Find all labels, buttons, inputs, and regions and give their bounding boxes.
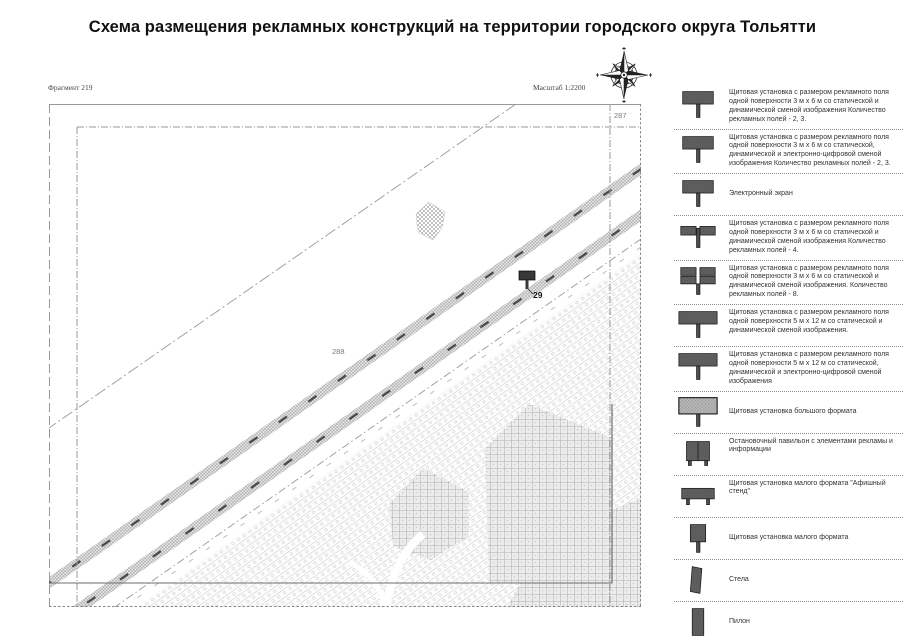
billboard-quad-icon: [674, 264, 722, 298]
legend-item-label: Щитовая установка с размером рекламного …: [729, 220, 889, 254]
legend-item: Остановочный павильон с элементами рекла…: [674, 434, 903, 476]
billboard-small-icon: [674, 521, 722, 555]
legend-item-label: Остановочный павильон с элементами рекла…: [729, 437, 893, 454]
legend-item: Щитовая установка малого формата: [674, 518, 903, 560]
pavilion-icon: [674, 437, 722, 471]
marker-29-label: 29: [533, 290, 543, 300]
afisha-stand-icon: [674, 479, 722, 513]
parcel-label-288: 288: [332, 347, 345, 356]
legend-item: Щитовая установка с размером рекламного …: [674, 85, 903, 130]
pylon-icon: [674, 605, 722, 639]
scale-label: Масштаб 1:2200: [533, 83, 586, 92]
legend-item-label: Щитовая установка с размером рекламного …: [729, 89, 889, 123]
legend-item: Стела: [674, 560, 903, 602]
highway-road-lower: [72, 209, 641, 607]
legend-item-label: Щитовая установка с размером рекламного …: [729, 133, 891, 168]
legend-item: Щитовая установка с размером рекламного …: [674, 130, 903, 174]
legend-item: Щитовая установка малого формата "Афишны…: [674, 476, 903, 518]
billboard-double-icon: [674, 219, 722, 253]
billboard-wide-icon: [674, 308, 722, 342]
legend-item: Пилон: [674, 602, 903, 640]
legend-item-label: Щитовая установка большого формата: [729, 407, 857, 415]
billboard-icon: [674, 177, 722, 211]
boundary-line: [49, 104, 517, 429]
road-centerline: [114, 238, 641, 607]
legend-item: Щитовая установка с размером рекламного …: [674, 305, 903, 347]
legend-item: Щитовая установка с размером рекламного …: [674, 347, 903, 392]
stela-icon: [674, 563, 722, 597]
billboard-icon: [674, 133, 722, 167]
legend-item: Электронный экран: [674, 174, 903, 216]
building-blocks: [389, 404, 641, 607]
billboard-wide-icon: [674, 350, 722, 384]
cadastral-lines: [49, 104, 641, 607]
map-canvas: 287 288 29: [49, 104, 641, 607]
legend-item-label: Щитовая установка малого формата: [729, 533, 849, 541]
legend-item: Щитовая установка большого формата: [674, 392, 903, 434]
highway: [49, 163, 641, 607]
legend-item-label: Стела: [729, 575, 749, 583]
marker-29: 29: [518, 270, 543, 300]
fragment-label: Фрагмент 219: [48, 83, 93, 92]
tree-cluster: [415, 201, 446, 241]
minor-road: [382, 530, 426, 607]
parcel-label-287: 287: [614, 111, 627, 120]
legend-item-label: Щитовая установка с размером рекламного …: [729, 351, 889, 385]
map-frame: [49, 104, 641, 607]
legend-item-label: Пилон: [729, 617, 750, 625]
legend-item-label: Электронный экран: [729, 190, 793, 198]
compass-rose-icon: [596, 47, 652, 103]
legend-panel: Щитовая установка с размером рекламного …: [674, 85, 903, 640]
legend-item: Щитовая установка с размером рекламного …: [674, 216, 903, 261]
billboard-large-icon: [674, 395, 722, 429]
minor-road-branch: [347, 559, 389, 607]
legend-item-label: Щитовая установка с размером рекламного …: [729, 309, 889, 334]
urban-area: [137, 254, 641, 607]
legend-item-label: Щитовая установка малого формата "Афишны…: [729, 479, 886, 496]
legend-item-label: Щитовая установка с размером рекламного …: [729, 264, 889, 299]
legend-item: Щитовая установка с размером рекламного …: [674, 261, 903, 305]
page-title: Схема размещения рекламных конструкций н…: [88, 18, 817, 36]
billboard-icon: [674, 88, 722, 122]
